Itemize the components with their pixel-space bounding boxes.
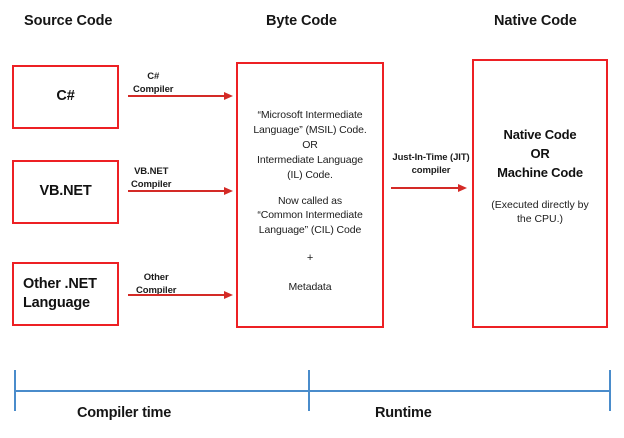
timeline-tick-middle [308,370,310,411]
arrow-line-other [128,294,226,296]
timeline-axis [14,390,611,392]
byte-code-msil-text: “Microsoft Intermediate Language” (MSIL)… [253,109,367,181]
arrow-head-icon-other [224,290,233,299]
source-box-other-label: Other .NET Language [23,275,97,311]
source-box-csharp: C# [12,65,119,129]
column-header-byte-code: Byte Code [266,13,337,29]
arrow-label-csharp-compiler: C# Compiler [133,71,174,95]
arrow-label-other-compiler: Other Compiler [136,272,177,296]
arrow-label-jit-compiler: Just-In-Time (JIT) compiler [392,152,470,176]
arrow-label-vbnet-compiler: VB.NET Compiler [131,166,172,190]
source-box-other-dotnet-language: Other .NET Language [12,262,119,326]
arrow-line-vbnet [128,190,226,192]
column-header-source-code: Source Code [24,13,113,29]
source-box-vbnet: VB.NET [12,160,119,224]
source-box-csharp-label: C# [56,88,75,105]
byte-code-cil-text: Now called as “Common Intermediate Langu… [257,194,363,237]
arrow-line-csharp [128,95,226,97]
timeline-label-compiler-time: Compiler time [77,405,172,421]
timeline-tick-start [14,370,16,411]
column-header-native-code: Native Code [494,13,577,29]
byte-code-metadata-text: Metadata [288,280,332,293]
native-code-main-text: Native Code OR Machine Code [497,127,583,180]
arrow-head-icon-csharp [224,91,233,100]
byte-code-plus-symbol: + [306,252,314,265]
byte-code-box: “Microsoft Intermediate Language” (MSIL)… [236,62,384,328]
arrow-head-icon-vbnet [224,186,233,195]
native-code-box: Native Code OR Machine Code (Executed di… [472,59,608,328]
timeline-label-runtime: Runtime [375,405,432,421]
native-code-sub-text: (Executed directly by the CPU.) [491,198,589,226]
arrow-head-icon-jit [458,183,467,192]
arrow-line-jit [391,187,460,189]
timeline-tick-end [609,370,611,411]
source-box-vbnet-label: VB.NET [39,183,92,200]
